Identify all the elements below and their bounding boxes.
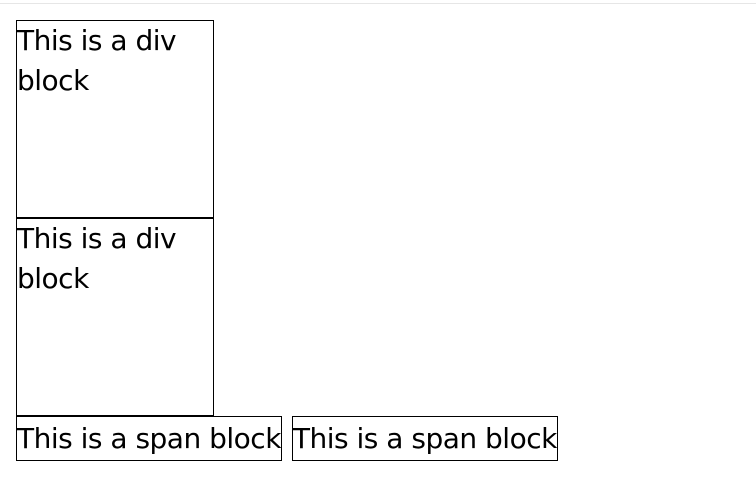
span-block-1: This is a span block [16,416,282,461]
page-content: This is a div block This is a div block … [16,20,558,461]
div-block-1: This is a div block [16,20,214,218]
span-block-2: This is a span block [291,416,558,461]
span-row: This is a span block This is a span bloc… [16,416,558,461]
div-block-2: This is a div block [16,218,214,416]
top-divider [0,3,756,4]
